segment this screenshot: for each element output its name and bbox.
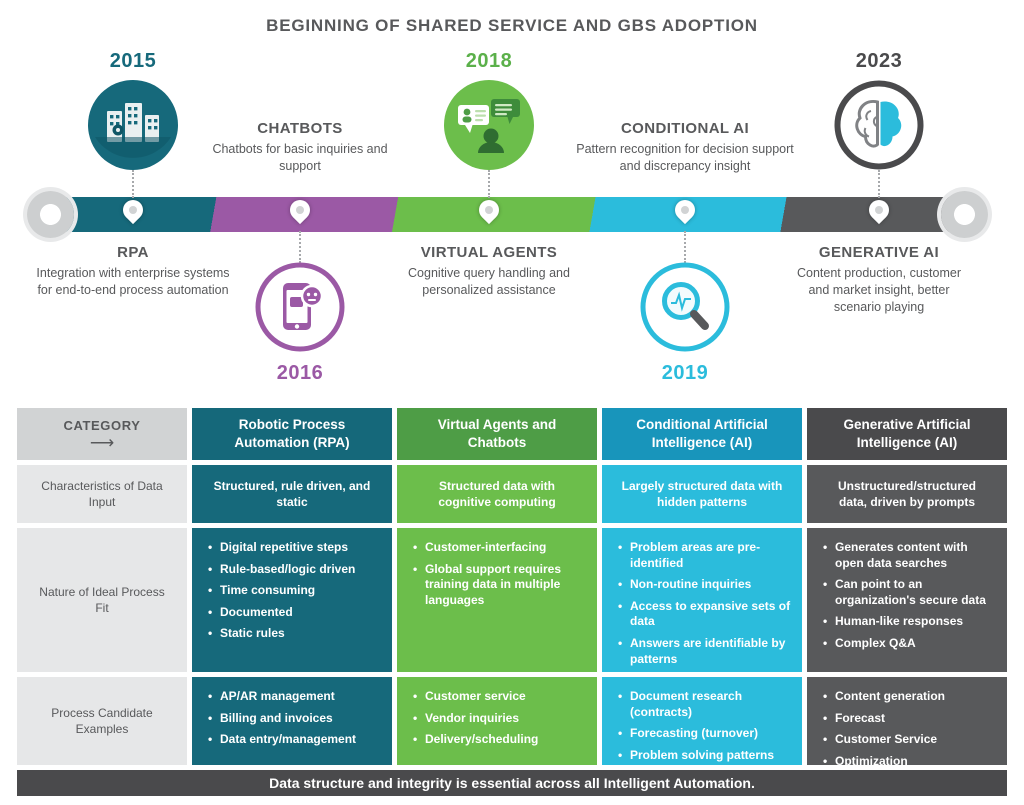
list-item: Access to expansive sets of data bbox=[618, 599, 794, 630]
list-item: Optimization bbox=[823, 754, 945, 770]
examples-virtual-agents: Customer service Vendor inquiries Delive… bbox=[397, 677, 597, 765]
year-2016: 2016 bbox=[276, 362, 324, 384]
nature-generative-ai: Generates content with open data searche… bbox=[807, 528, 1007, 672]
list-item: Data entry/management bbox=[208, 732, 356, 748]
list-item: Answers are identifiable by patterns bbox=[618, 636, 794, 667]
timeline-endcap-right bbox=[941, 191, 988, 238]
characteristics-conditional-ai: Largely structured data with hidden patt… bbox=[602, 465, 802, 523]
list-item: Time consuming bbox=[208, 583, 355, 599]
timeline-bar bbox=[52, 197, 964, 232]
list-item: Rule-based/logic driven bbox=[208, 562, 355, 578]
nature-rpa: Digital repetitive steps Rule-based/logi… bbox=[192, 528, 392, 672]
list-item: Generates content with open data searche… bbox=[823, 540, 999, 571]
list-item: Billing and invoices bbox=[208, 711, 356, 727]
list-item: Static rules bbox=[208, 626, 355, 642]
year-2015: 2015 bbox=[109, 50, 157, 72]
list-item: Problem areas are pre-identified bbox=[618, 540, 794, 571]
table-footer-banner: Data structure and integrity is essentia… bbox=[17, 770, 1007, 796]
virtual-agents-chat-icon bbox=[444, 80, 534, 170]
nature-conditional-ai: Problem areas are pre-identified Non-rou… bbox=[602, 528, 802, 672]
list-item: Customer Service bbox=[823, 732, 945, 748]
connector-line-2019 bbox=[684, 231, 686, 263]
column-header-virtual-agents: Virtual Agents and Chatbots bbox=[397, 408, 597, 460]
row-label-characteristics: Characteristics of Data Input bbox=[17, 465, 187, 523]
milestone-title: CHATBOTS bbox=[257, 120, 343, 137]
chatbot-phone-icon bbox=[255, 262, 345, 352]
connector-line-2015 bbox=[132, 170, 134, 198]
list-item: Content generation bbox=[823, 689, 945, 705]
examples-rpa: AP/AR management Billing and invoices Da… bbox=[192, 677, 392, 765]
milestone-desc: Pattern recognition for decision support… bbox=[576, 142, 794, 173]
milestone-title: RPA bbox=[117, 244, 149, 261]
examples-generative-ai: Content generation Forecast Customer Ser… bbox=[807, 677, 1007, 769]
list-item: Customer service bbox=[413, 689, 538, 705]
category-arrow-icon: ⟶ bbox=[89, 432, 115, 452]
column-header-conditional-ai: Conditional Artificial Intelligence (AI) bbox=[602, 408, 802, 460]
list-item: Non-routine inquiries bbox=[618, 577, 794, 593]
connector-line-2023 bbox=[878, 170, 880, 198]
milestone-text-conditional-ai: CONDITIONAL AI Pattern recognition for d… bbox=[568, 120, 802, 175]
list-item: Complex Q&A bbox=[823, 636, 999, 652]
list-item: Vendor inquiries bbox=[413, 711, 538, 727]
characteristics-virtual-agents: Structured data with cognitive computing bbox=[397, 465, 597, 523]
connector-line-2016 bbox=[299, 231, 301, 263]
page-title: BEGINNING OF SHARED SERVICE AND GBS ADOP… bbox=[266, 16, 758, 35]
connector-line-2018 bbox=[488, 170, 490, 198]
milestone-desc: Integration with enterprise systems for … bbox=[36, 266, 230, 297]
year-2019: 2019 bbox=[661, 362, 709, 384]
generative-ai-brain-icon bbox=[834, 80, 924, 170]
milestone-desc: Cognitive query handling and personalize… bbox=[408, 266, 570, 297]
characteristics-rpa: Structured, rule driven, and static bbox=[192, 465, 392, 523]
column-header-generative-ai: Generative Artificial Intelligence (AI) bbox=[807, 408, 1007, 460]
milestone-text-generative-ai: GENERATIVE AI Content production, custom… bbox=[792, 244, 966, 316]
analysis-magnifier-icon bbox=[640, 262, 730, 352]
list-item: Delivery/scheduling bbox=[413, 732, 538, 748]
milestone-desc: Chatbots for basic inquiries and support bbox=[212, 142, 388, 173]
list-item: Document research (contracts) bbox=[618, 689, 794, 720]
list-item: Forecasting (turnover) bbox=[618, 726, 794, 742]
category-header-cell: CATEGORY ⟶ bbox=[17, 408, 187, 460]
milestone-title: CONDITIONAL AI bbox=[620, 120, 750, 137]
comparison-table: CATEGORY ⟶ Robotic Process Automation (R… bbox=[17, 408, 1007, 796]
timeline-endcap-left bbox=[27, 191, 74, 238]
row-label-nature: Nature of Ideal Process Fit bbox=[17, 528, 187, 672]
list-item: Problem solving patterns bbox=[618, 748, 794, 764]
column-header-rpa: Robotic Process Automation (RPA) bbox=[192, 408, 392, 460]
year-2018: 2018 bbox=[465, 50, 513, 72]
characteristics-generative-ai: Unstructured/structured data, driven by … bbox=[807, 465, 1007, 523]
list-item: Customer-interfacing bbox=[413, 540, 589, 556]
list-item: Forecast bbox=[823, 711, 945, 727]
milestone-text-rpa: RPA Integration with enterprise systems … bbox=[33, 244, 233, 299]
nature-virtual-agents: Customer-interfacing Global support requ… bbox=[397, 528, 597, 672]
list-item: Digital repetitive steps bbox=[208, 540, 355, 556]
list-item: Global support requires training data in… bbox=[413, 562, 589, 609]
milestone-title: GENERATIVE AI bbox=[818, 244, 940, 261]
milestone-desc: Content production, customer and market … bbox=[797, 266, 961, 314]
milestone-title: VIRTUAL AGENTS bbox=[420, 244, 558, 261]
list-item: AP/AR management bbox=[208, 689, 356, 705]
list-item: Can point to an organization's secure da… bbox=[823, 577, 999, 608]
row-label-examples: Process Candidate Examples bbox=[17, 677, 187, 765]
list-item: Documented bbox=[208, 605, 355, 621]
list-item: Human-like responses bbox=[823, 614, 999, 630]
examples-conditional-ai: Document research (contracts) Forecastin… bbox=[602, 677, 802, 765]
year-2023: 2023 bbox=[855, 50, 903, 72]
category-label: CATEGORY bbox=[63, 417, 141, 433]
milestone-text-chatbots: CHATBOTS Chatbots for basic inquiries an… bbox=[205, 120, 395, 175]
milestone-text-virtual-agents: VIRTUAL AGENTS Cognitive query handling … bbox=[379, 244, 599, 299]
enterprise-systems-icon bbox=[88, 80, 178, 170]
